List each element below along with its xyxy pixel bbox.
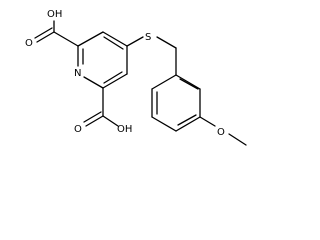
ring-bond-c4-c5-inner (103, 36, 124, 50)
ring-bond-c5-c6 (102, 73, 128, 89)
benzene-bond-1-inner (179, 78, 199, 90)
ring-bond-c2-c3 (77, 31, 104, 47)
ring-n-label: N (74, 68, 81, 79)
bond-acid-bottom-o-a (85, 115, 104, 127)
bond-sulfur-ch2 (156, 36, 177, 49)
bond-acid-bottom-oh (102, 115, 119, 127)
acid-bottom-oh-label: OH (117, 124, 132, 135)
molecule-drawing: OH O N O OH S O (25, 9, 247, 146)
bond-aryl-ether-o (199, 116, 216, 127)
sulfur-label: S (145, 32, 151, 43)
ring-bond-c6-n-inner (103, 71, 123, 84)
ether-o-label: O (217, 127, 225, 138)
ring-bond-c3-c4 (102, 31, 128, 47)
bond-acid-top-o-a (36, 31, 55, 43)
bond-c2-acid-carbon (53, 31, 79, 47)
benzene-bond-4 (151, 116, 177, 132)
benzene-bond-1 (175, 74, 201, 90)
bond-acid-top-o-b (34, 27, 53, 39)
acid-bottom-o-label: O (74, 124, 82, 135)
bond-ether-o-methyl (228, 133, 247, 146)
structure-canvas: OH O N O OH S O (25, 9, 247, 146)
benzene-bond-6 (151, 74, 177, 90)
bond-c5-sulfur (126, 36, 144, 47)
acid-top-oh-label: OH (47, 9, 62, 20)
benzene-bond-3-inner (177, 114, 197, 126)
acid-top-o-label: O (25, 38, 33, 49)
ring-bond-c6-n (83, 76, 104, 89)
benzene-bond-3 (175, 116, 201, 132)
bond-acid-bottom-o-b (83, 111, 102, 123)
